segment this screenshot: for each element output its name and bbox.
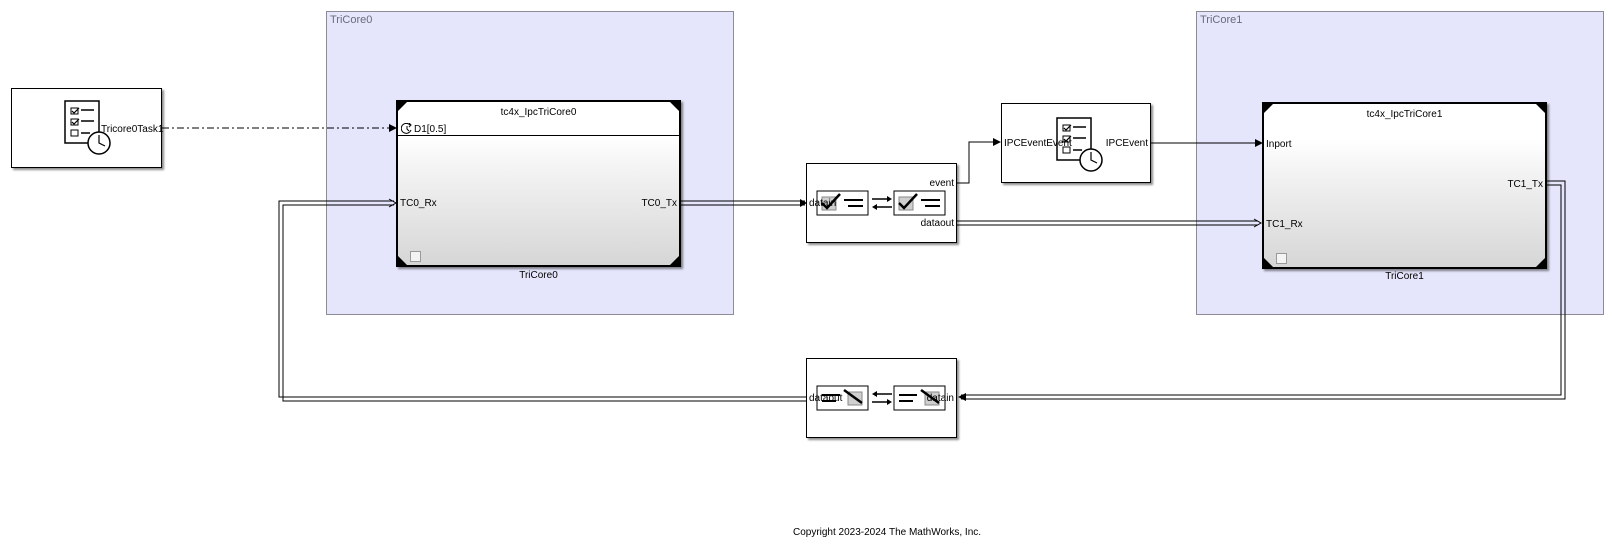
ipc-receive-out-port: dataout (809, 393, 843, 404)
task-scheduler-block[interactable]: Tricore0Task1 (11, 88, 164, 168)
bus-tc1-tx-arrow (958, 393, 966, 401)
ipc-event-out-port: IPCEvent (1105, 138, 1148, 149)
corner-mark (1536, 104, 1545, 113)
model-tricore0-in-port: TC0_Rx (400, 198, 437, 209)
event-schedule-icon (1056, 117, 1103, 172)
ipc-receive-block[interactable]: dataout datain (806, 358, 957, 438)
model-tricore0-header (398, 102, 679, 136)
model-reference-icon (1276, 253, 1287, 264)
ipc-send-in-port: datain (809, 198, 837, 209)
model-tricore1-in-port: TC1_Rx (1266, 219, 1303, 230)
model-tricore1-out-port: TC1_Tx (1507, 179, 1543, 190)
task-schedule-icon (64, 100, 111, 155)
ipc-send-icon (816, 190, 946, 216)
model-tricore0[interactable]: tc4x_IpcTriCore0 D1[0.5] TC0_Rx TC0_Tx (396, 100, 681, 267)
model-tricore1-caption: TriCore1 (1385, 271, 1424, 282)
ipc-send-event-port: event (929, 178, 954, 189)
bus-rx-b (282, 204, 806, 402)
model-reference-icon (410, 251, 421, 262)
ipc-receive-icon (816, 385, 946, 411)
model-tricore0-caption: TriCore0 (519, 270, 558, 281)
copyright-notice: Copyright 2023-2024 The MathWorks, Inc. (792, 527, 982, 538)
corner-mark (670, 102, 679, 111)
ipc-send-block[interactable]: datain event dataout (806, 163, 957, 243)
bus-tc0-tx-arrow (800, 199, 807, 207)
model-tricore1[interactable]: tc4x_IpcTriCore1 Inport TC1_Rx TC1_Tx (1262, 102, 1547, 269)
bus-dataout-arrow (1253, 218, 1263, 228)
corner-mark (1264, 104, 1273, 113)
corner-mark (398, 256, 407, 265)
trigger-icon (401, 123, 412, 134)
ipc-event-in-port: IPCEventEvent (1004, 138, 1072, 149)
bus-rx-arrow (388, 198, 398, 208)
bus-rx-a (278, 200, 806, 398)
corner-mark (1264, 258, 1273, 267)
tricore0-area-label: TriCore0 (330, 14, 373, 26)
model-tricore0-trigger-label: D1[0.5] (414, 124, 447, 135)
model-tricore1-in-event: Inport (1266, 139, 1292, 150)
bus-tc1-tx-b (961, 184, 1562, 396)
ipc-event-task-block[interactable]: IPCEventEvent IPCEvent (1001, 103, 1151, 183)
model-tricore0-out-port: TC0_Tx (641, 198, 677, 209)
corner-mark (398, 102, 407, 111)
corner-mark (670, 256, 679, 265)
model-tricore1-title: tc4x_IpcTriCore1 (1366, 109, 1443, 120)
task-port-label: Tricore0Task1 (101, 124, 164, 135)
ipc-receive-in-port: datain (926, 393, 954, 404)
ipc-send-dataout-port: dataout (920, 218, 954, 229)
event-line (957, 138, 1001, 184)
corner-mark (1536, 258, 1545, 267)
bus-tc1-tx-a (961, 180, 1566, 400)
tricore1-area-label: TriCore1 (1200, 14, 1243, 26)
model-tricore0-title: tc4x_IpcTriCore0 (500, 107, 577, 118)
